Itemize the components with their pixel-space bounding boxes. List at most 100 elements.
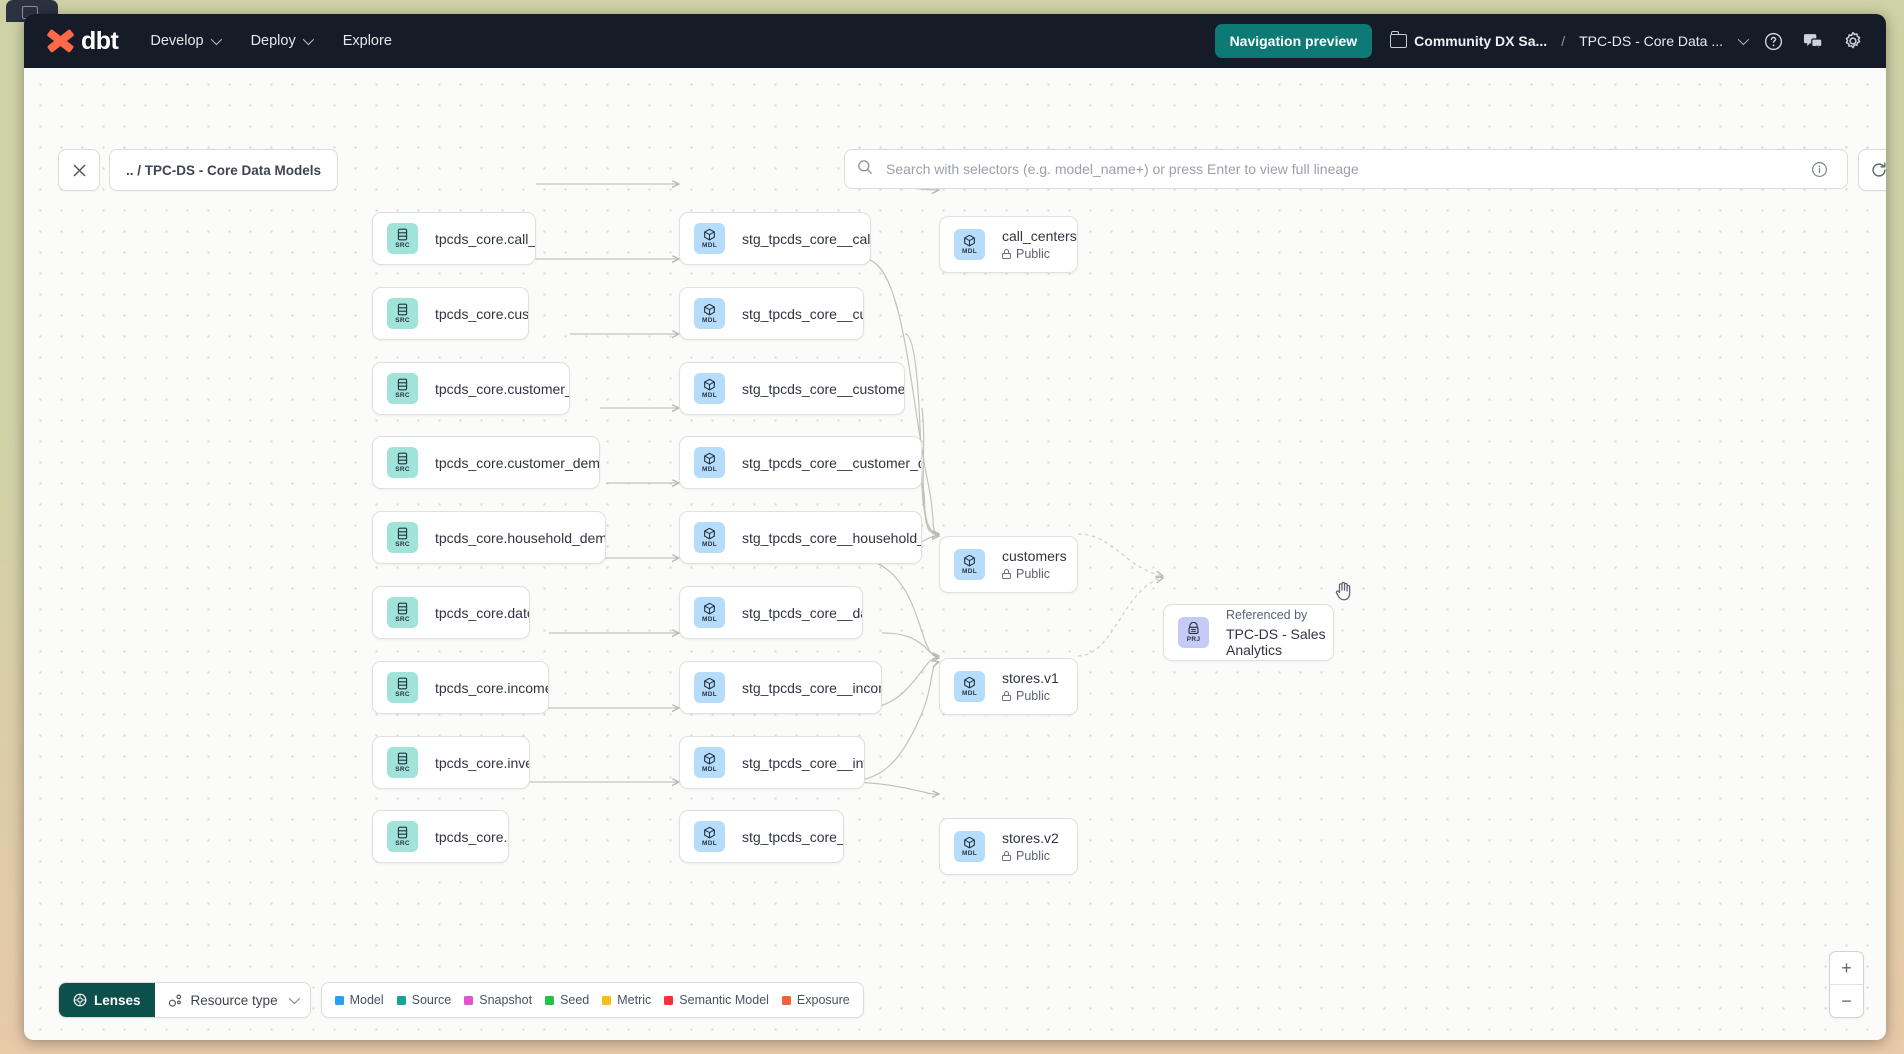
legend-label: Metric xyxy=(617,993,652,1007)
zoom-out-button[interactable]: − xyxy=(1841,990,1852,1011)
nav-item-develop[interactable]: Develop xyxy=(150,33,222,49)
legend-item-exposure[interactable]: Exposure xyxy=(781,993,850,1007)
lineage-node-stg-tpcds-core-income-band[interactable]: MDL stg_tpcds_core__income_band xyxy=(679,661,882,714)
legend-label: Snapshot xyxy=(479,993,533,1007)
lenses-button[interactable]: Lenses xyxy=(59,983,155,1017)
lineage-node-tpcds-core-customer-demographics[interactable]: SRC tpcds_core.customer_demographics xyxy=(372,436,600,489)
lenses-group: Lenses Resource type xyxy=(58,982,311,1018)
src-badge-icon: SRC xyxy=(387,447,418,478)
access-badge: Public xyxy=(1002,689,1059,704)
legend-label: Exposure xyxy=(796,993,850,1007)
lineage-node-stg-tpcds-core-customer-demogra-[interactable]: MDLstg_tpcds_core__customer_demogra... xyxy=(679,436,922,489)
lenses-label: Lenses xyxy=(94,992,141,1008)
legend-item-metric[interactable]: Metric xyxy=(602,993,651,1007)
legend-item-source[interactable]: Source xyxy=(396,993,451,1007)
mdl-badge-icon: MDL xyxy=(694,672,725,703)
legend-item-semantic-model[interactable]: Semantic Model xyxy=(664,993,769,1007)
lineage-node-tpcds-core-customer-address[interactable]: SRC tpcds_core.customer_address xyxy=(372,362,570,415)
chevron-down-icon xyxy=(210,33,222,46)
search-bar[interactable] xyxy=(844,149,1848,189)
search-info-icon[interactable] xyxy=(1802,149,1836,189)
app-window: dbt Develop Deploy Explore Navigation pr… xyxy=(24,14,1886,1040)
legend-swatch xyxy=(781,995,791,1005)
lineage-breadcrumb-label: .. / TPC-DS - Core Data Models xyxy=(126,162,322,178)
lineage-node-label: tpcds_core.customer_demographics xyxy=(435,454,599,471)
lineage-node-label: tpcds_core.customer_address xyxy=(435,380,569,397)
chevron-down-icon[interactable] xyxy=(1737,33,1750,46)
refresh-button[interactable] xyxy=(1858,149,1886,191)
nav-item-explore[interactable]: Explore xyxy=(343,33,392,49)
legend-item-snapshot[interactable]: Snapshot xyxy=(464,993,532,1007)
resource-type-filter[interactable]: Resource type xyxy=(154,983,310,1017)
src-badge-icon: SRC xyxy=(387,373,418,404)
close-button[interactable] xyxy=(58,149,100,191)
gear-icon[interactable] xyxy=(1840,28,1866,54)
mdl-badge-icon: MDL xyxy=(954,229,985,260)
feedback-icon[interactable] xyxy=(1800,28,1826,54)
legend-item-seed[interactable]: Seed xyxy=(545,993,589,1007)
lineage-node-label: stores.v1 xyxy=(1002,669,1059,686)
mdl-badge-icon: MDL xyxy=(694,373,725,404)
top-navigation-right-group: Navigation preview Community DX Sa... / … xyxy=(1214,24,1886,58)
help-icon[interactable] xyxy=(1760,28,1786,54)
legend-swatch xyxy=(602,995,612,1005)
access-label: Public xyxy=(1016,566,1051,581)
lineage-node-label: stg_tpcds_core__call_center xyxy=(742,230,870,247)
lineage-node-label: customers xyxy=(1002,547,1067,564)
legend-swatch xyxy=(545,995,555,1005)
src-badge-icon: SRC xyxy=(387,298,418,329)
nav-item-deploy-label: Deploy xyxy=(250,33,296,49)
zoom-in-button[interactable]: + xyxy=(1830,952,1863,985)
navigation-preview-button[interactable]: Navigation preview xyxy=(1214,24,1373,58)
lineage-breadcrumb-chip[interactable]: .. / TPC-DS - Core Data Models xyxy=(109,149,339,191)
mdl-badge-icon: MDL xyxy=(954,671,985,702)
lineage-node-tpcds-core-customer[interactable]: SRC tpcds_core.customer xyxy=(372,287,529,340)
nav-item-deploy[interactable]: Deploy xyxy=(250,33,314,49)
breadcrumb-account[interactable]: Community DX Sa... xyxy=(1414,33,1548,49)
lineage-node-label: tpcds_core.store xyxy=(435,828,508,845)
resource-type-label: Resource type xyxy=(190,992,278,1008)
dbt-logo-icon xyxy=(46,28,76,54)
legend-swatch xyxy=(334,995,344,1005)
dbt-logo[interactable]: dbt xyxy=(46,27,119,56)
breadcrumb-project[interactable]: TPC-DS - Core Data ... xyxy=(1579,33,1723,49)
top-navigation-bar: dbt Develop Deploy Explore Navigation pr… xyxy=(24,14,1886,68)
lineage-node-stg-tpcds-core-household-demogr-[interactable]: MDLstg_tpcds_core__household_demogr... xyxy=(679,511,922,564)
legend-swatch xyxy=(396,995,406,1005)
access-label: Public xyxy=(1016,688,1051,703)
folder-icon xyxy=(1390,31,1408,48)
prj-badge-icon: PRJ xyxy=(1178,617,1209,648)
search-input[interactable] xyxy=(884,160,1835,178)
lineage-node-label: stg_tpcds_core__inventory xyxy=(742,754,864,771)
lineage-node-label: stg_tpcds_core__income_band xyxy=(742,679,881,696)
legend-item-model[interactable]: Model xyxy=(334,993,384,1007)
access-badge: Public xyxy=(1002,247,1077,262)
lineage-node-label: tpcds_core.customer xyxy=(435,305,528,322)
close-icon xyxy=(73,164,85,176)
